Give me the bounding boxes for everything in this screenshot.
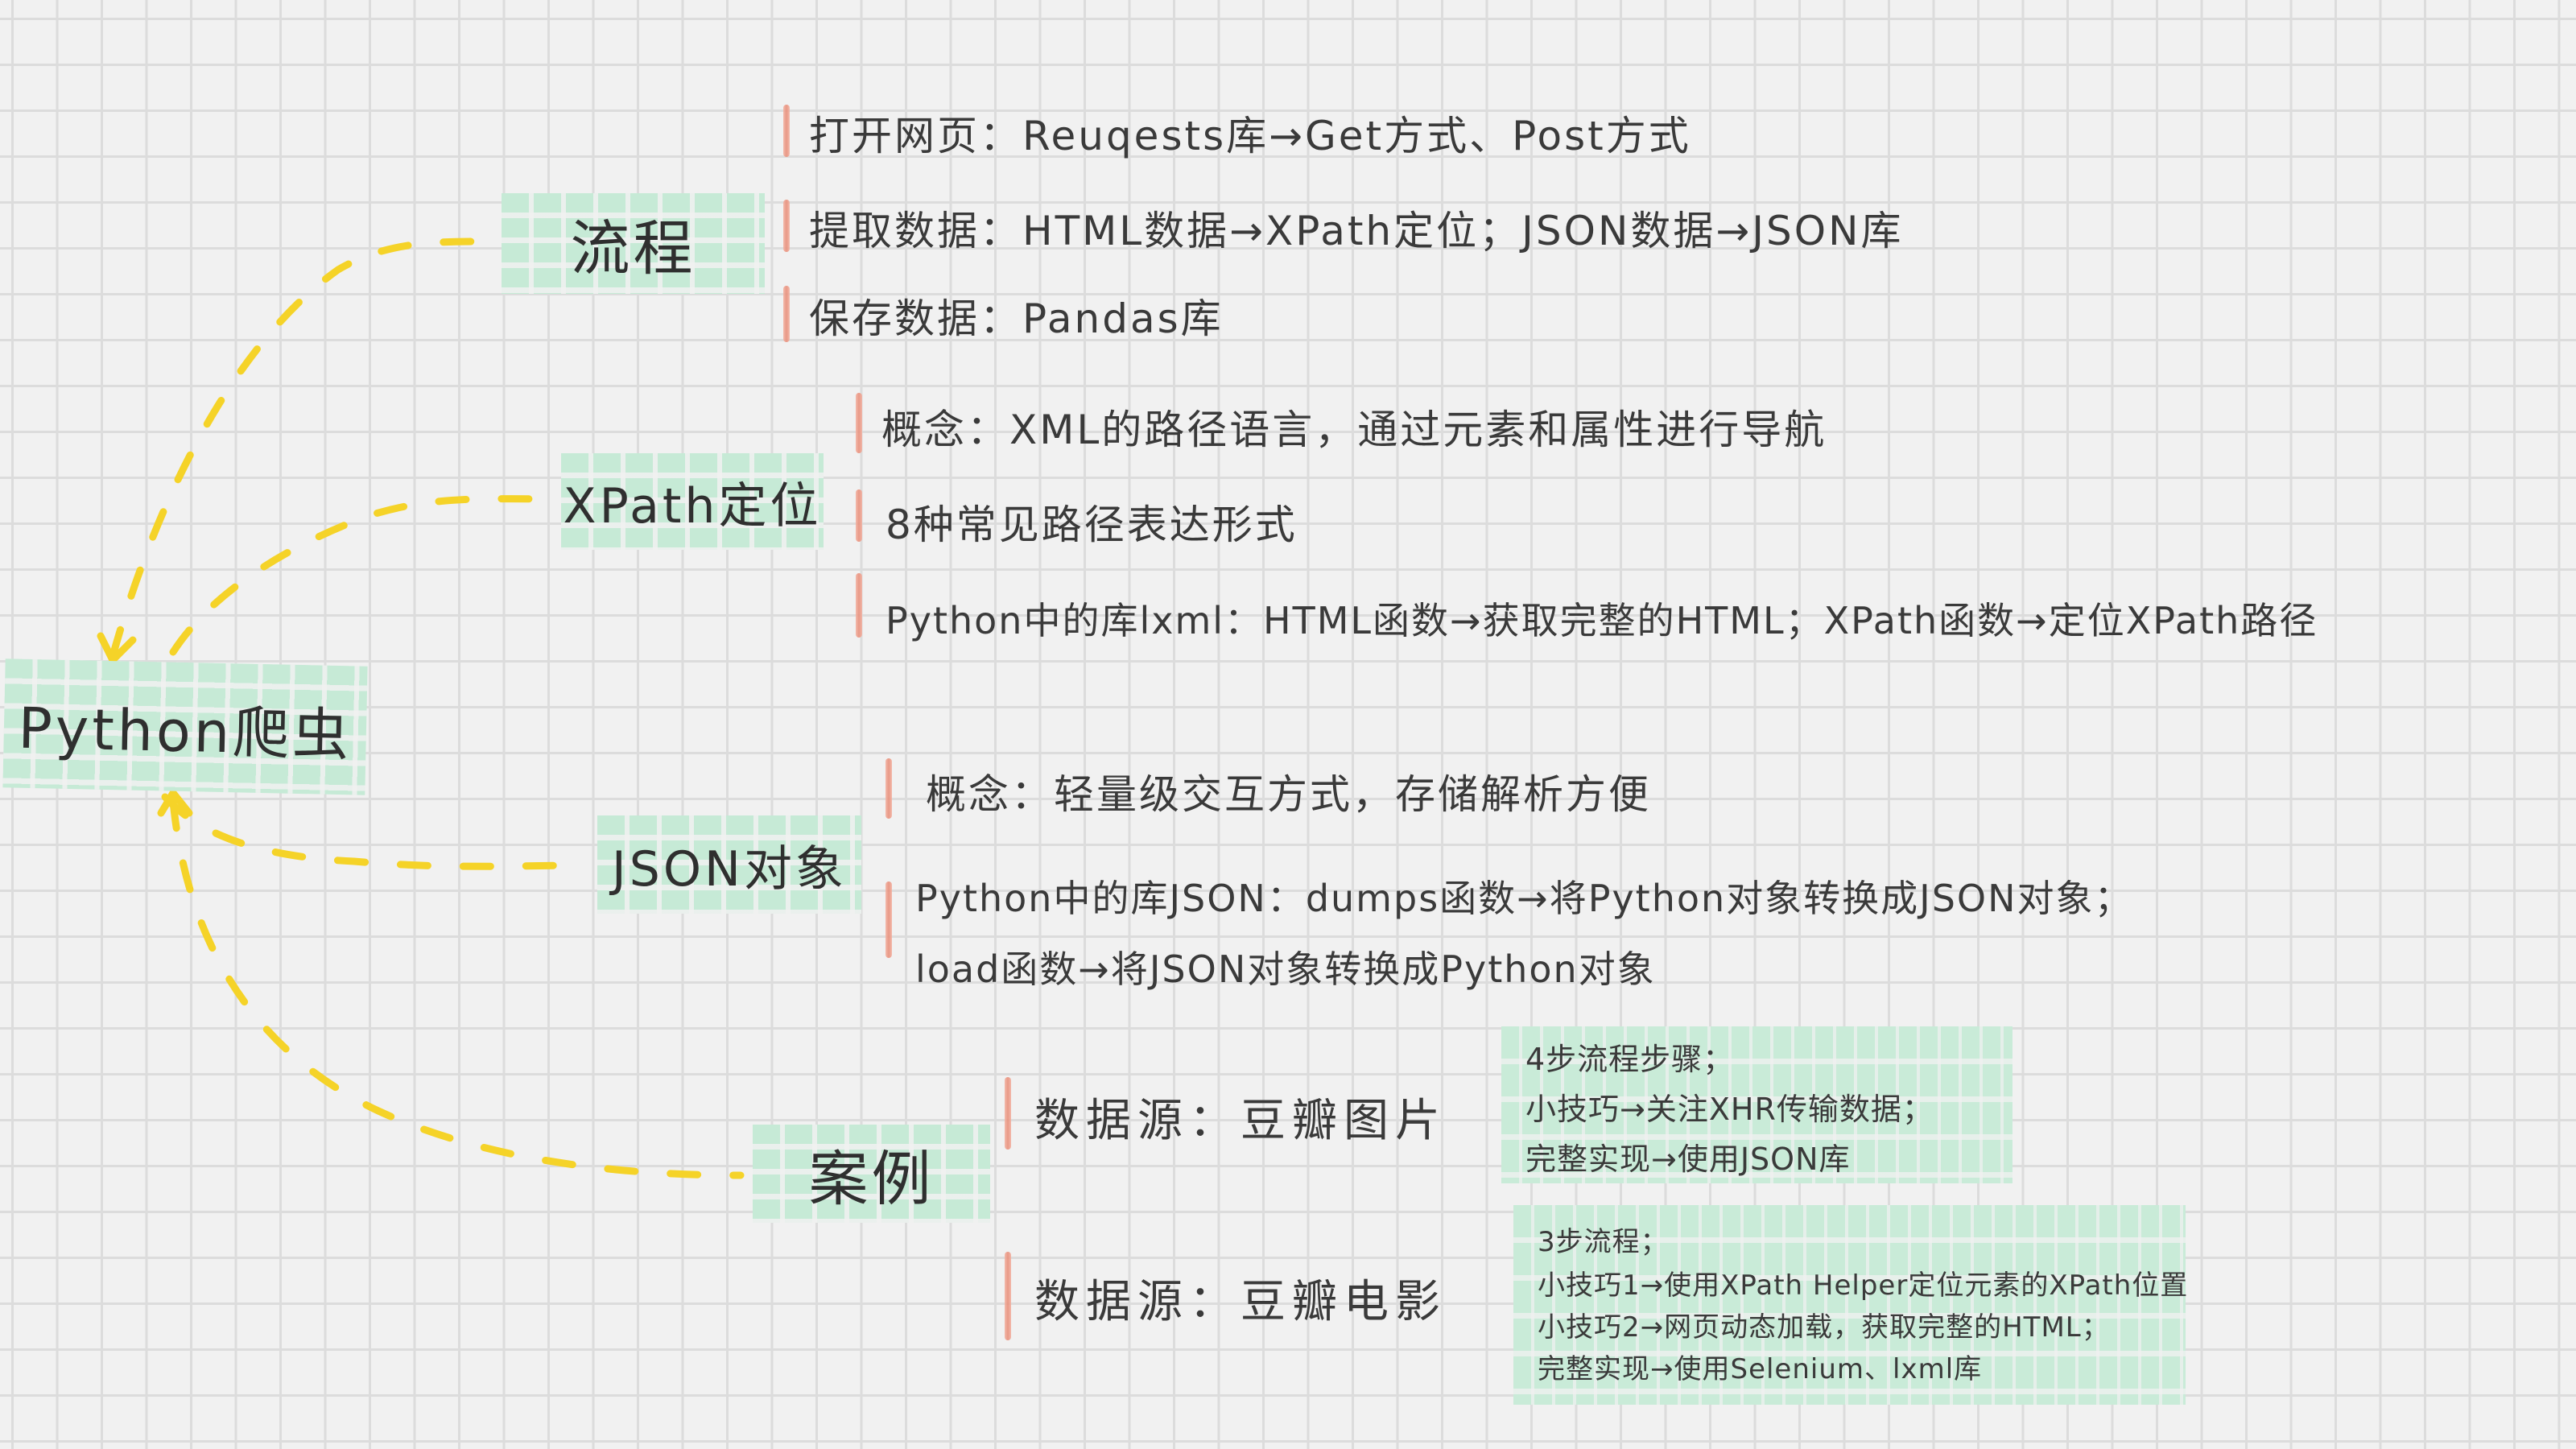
leaf-text-line: load函数→将JSON对象转换成Python对象 (915, 947, 1656, 991)
leaf-text: 保存数据：Pandas库 (809, 295, 1224, 342)
leaf-item[interactable]: 概念：XML的路径语言，通过元素和属性进行导航 (881, 398, 1827, 455)
root-node-label: Python爬虫 (17, 695, 353, 768)
note-douban-images[interactable]: 4步流程步骤； 小技巧→关注XHR传输数据； 完整实现→使用JSON库 (1501, 1026, 2013, 1183)
topic-label: XPath定位 (563, 477, 822, 535)
accent-bar (886, 758, 892, 819)
note-line: 小技巧1→使用XPath Helper定位元素的XPath位置 (1538, 1269, 2189, 1302)
accent-bar (886, 881, 892, 958)
leaf-text: 概念：轻量级交互方式，存储解析方便 (926, 771, 1651, 818)
leaf-item[interactable]: 概念：轻量级交互方式，存储解析方便 (926, 763, 1651, 819)
note-line: 完整实现→使用JSON库 (1525, 1141, 1851, 1177)
connector-root-to-liucheng (109, 237, 491, 660)
leaf-text: Python中的库lxml：HTML函数→获取完整的HTML；XPath函数→定… (886, 599, 2318, 642)
accent-bar (783, 105, 790, 157)
note-douban-movies[interactable]: 3步流程； 小技巧1→使用XPath Helper定位元素的XPath位置 小技… (1513, 1205, 2189, 1405)
leaf-item[interactable]: 数据源：豆瓣图片 (1034, 1087, 1447, 1147)
note-line: 小技巧2→网页动态加载，获取完整的HTML； (1538, 1311, 2110, 1344)
accent-bar (1005, 1077, 1011, 1150)
accent-bar (1005, 1252, 1011, 1340)
leaf-text: 打开网页：Reuqests库→Get方式、Post方式 (809, 113, 1691, 159)
accent-bar (783, 286, 790, 342)
leaf-text: 概念：XML的路径语言，通过元素和属性进行导航 (881, 407, 1827, 453)
leaf-text: 提取数据：HTML数据→XPath定位；JSON数据→JSON库 (809, 208, 1904, 254)
root-node[interactable]: Python爬虫 (2, 658, 368, 795)
note-line: 完整实现→使用Selenium、lxml库 (1538, 1353, 1983, 1385)
connector-root-to-json (161, 793, 592, 870)
note-line: 3步流程； (1538, 1226, 1669, 1258)
note-line: 小技巧→关注XHR传输数据； (1525, 1092, 1934, 1127)
leaf-item[interactable]: 提取数据：HTML数据→XPath定位；JSON数据→JSON库 (809, 200, 1904, 256)
arrowhead-icon (97, 632, 137, 667)
accent-bar (856, 393, 862, 453)
topic-node-liucheng[interactable]: 流程 (502, 193, 765, 294)
leaf-text: 8种常见路径表达形式 (886, 502, 1298, 548)
accent-bar (856, 489, 862, 542)
leaf-item[interactable]: Python中的库lxml：HTML函数→获取完整的HTML；XPath函数→定… (886, 590, 2318, 646)
topic-node-json[interactable]: JSON对象 (597, 815, 861, 914)
topic-label: 流程 (570, 214, 696, 283)
topic-node-xpath[interactable]: XPath定位 (561, 453, 824, 550)
connector-root-to-xpath (169, 495, 559, 656)
topic-node-anli[interactable]: 案例 (753, 1125, 990, 1223)
leaf-item[interactable]: 打开网页：Reuqests库→Get方式、Post方式 (809, 105, 1691, 161)
accent-bar (783, 200, 790, 252)
accent-bar (856, 573, 862, 638)
topic-label: 案例 (808, 1144, 935, 1214)
leaf-text: 数据源：豆瓣图片 (1034, 1095, 1447, 1147)
leaf-item[interactable]: 数据源：豆瓣电影 (1034, 1268, 1447, 1328)
leaf-item[interactable]: 8种常见路径表达形式 (886, 493, 1298, 550)
leaf-item[interactable]: 保存数据：Pandas库 (809, 287, 1224, 344)
topic-label: JSON对象 (612, 840, 847, 898)
note-line: 4步流程步骤； (1525, 1042, 1735, 1077)
leaf-item[interactable]: Python中的库JSON：dumps函数→将Python对象转换成JSON对象… (915, 863, 2133, 1005)
arrowhead-icon (157, 786, 193, 817)
leaf-text: 数据源：豆瓣电影 (1034, 1276, 1447, 1328)
leaf-text-line: Python中的库JSON：dumps函数→将Python对象转换成JSON对象… (915, 877, 2133, 920)
